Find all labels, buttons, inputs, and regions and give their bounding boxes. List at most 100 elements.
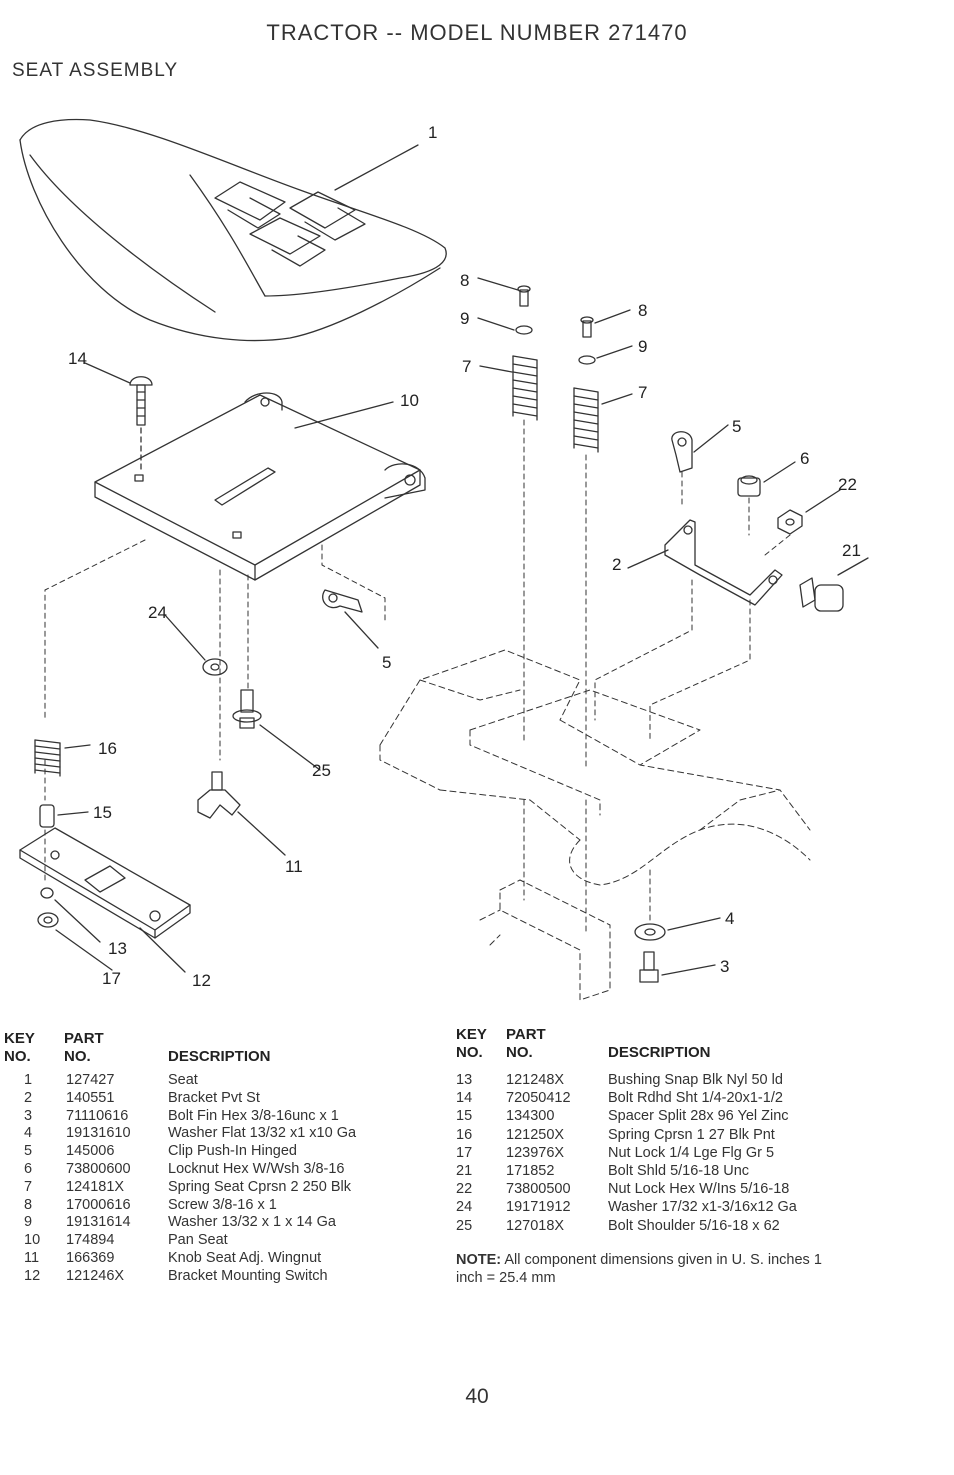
callout-3: 3 (720, 957, 729, 976)
callout-17: 17 (102, 969, 121, 988)
seat-assembly-diagram: 1 10 14 8 9 7 8 9 7 5 6 22 2 21 24 5 16 … (19, 118, 869, 1001)
switch-bracket-part (19, 827, 191, 973)
page-title: TRACTOR -- MODEL NUMBER 271470 (266, 20, 688, 45)
callout-12: 12 (192, 971, 211, 990)
hex-bolt-part (639, 951, 716, 983)
hinged-clip-right-part (671, 424, 729, 473)
callout-8b: 8 (638, 301, 647, 320)
part-cell: 72050412 (506, 1090, 571, 1107)
key-cell: 5 (24, 1143, 33, 1160)
key-cell: 12 (24, 1267, 41, 1284)
callout-9a: 9 (460, 309, 469, 328)
col-header-key-no: NO. (456, 1044, 483, 1061)
description-cell: Pan Seat (168, 1232, 228, 1249)
frame-outline (379, 649, 811, 1001)
carriage-bolt-part (84, 362, 153, 471)
part-cell: 174894 (66, 1232, 115, 1249)
description-cell: Locknut Hex W/Wsh 3/8-16 (168, 1161, 345, 1177)
locknut-part (37, 912, 113, 971)
locknut-6-part (737, 461, 796, 497)
shoulder-bolt-part (232, 689, 321, 771)
description-cell: Bolt Shld 5/16-18 Unc (608, 1163, 750, 1179)
key-cell: 8 (24, 1196, 33, 1213)
callout-15: 15 (93, 803, 112, 822)
part-cell: 71110616 (66, 1107, 129, 1124)
description-cell: Screw 3/8-16 x 1 (168, 1196, 277, 1213)
key-cell: 6 (24, 1161, 33, 1177)
description-cell: Clip Push-In Hinged (168, 1143, 297, 1160)
part-cell: 123976X (506, 1144, 565, 1161)
spacer-part (39, 804, 89, 828)
table-row: 6 73800600 Locknut Hex W/Wsh 3/8-16 (0, 1161, 440, 1179)
part-cell: 19131610 (66, 1125, 131, 1142)
callout-4: 4 (725, 909, 734, 928)
key-cell: 14 (456, 1090, 473, 1107)
description-cell: Washer 17/32 x1-3/16x12 Ga (608, 1199, 797, 1216)
description-cell: Bracket Pvt St (168, 1089, 260, 1106)
key-cell: 16 (456, 1126, 473, 1143)
part-cell: 171852 (506, 1163, 555, 1179)
flat-washer-part (634, 917, 721, 941)
nut-22-part (777, 489, 841, 535)
description-cell: Spacer Split 28x 96 Yel Zinc (608, 1108, 789, 1125)
callout-10: 10 (400, 391, 419, 410)
callout-21: 21 (842, 541, 861, 560)
description-cell: Bolt Shoulder 5/16-18 x 62 (608, 1217, 780, 1234)
description-cell: Bracket Mounting Switch (168, 1267, 328, 1284)
seat-pan-part (94, 392, 426, 581)
part-cell: 121248X (506, 1072, 565, 1088)
bushing-part (40, 887, 101, 943)
col-header-part: PART (506, 1026, 546, 1043)
description-cell: Spring Seat Cprsn 2 250 Blk (168, 1178, 351, 1195)
note: NOTE: All component dimensions given in … (456, 1251, 846, 1287)
pivot-bracket-part (627, 519, 783, 606)
part-cell: 166369 (66, 1250, 115, 1266)
hinged-clip-part (322, 589, 379, 649)
description-cell: Washer 13/32 x 1 x 14 Ga (168, 1214, 336, 1231)
washer-part (202, 658, 228, 676)
page-number: 40 (465, 1385, 489, 1408)
key-cell: 13 (456, 1072, 473, 1088)
callout-8a: 8 (460, 271, 469, 290)
callout-16: 16 (98, 739, 117, 758)
callout-5b: 5 (382, 653, 391, 672)
seat-part (19, 118, 447, 342)
part-cell: 73800500 (506, 1181, 571, 1198)
part-cell: 73800600 (66, 1161, 131, 1177)
table-row: 21 171852 Bolt Shld 5/16-18 Unc (452, 1163, 932, 1181)
key-cell: 4 (24, 1125, 33, 1142)
part-cell: 140551 (66, 1089, 115, 1106)
part-cell: 19171912 (506, 1199, 571, 1216)
key-cell: 17 (456, 1144, 473, 1161)
col-header-key-no: NO. (4, 1048, 31, 1065)
callout-22: 22 (838, 475, 857, 494)
key-cell: 1 (24, 1072, 33, 1088)
part-cell: 127427 (66, 1072, 115, 1088)
key-cell: 21 (456, 1163, 473, 1179)
key-cell: 3 (24, 1107, 33, 1124)
description-cell: Washer Flat 13/32 x1 x10 Ga (168, 1125, 357, 1142)
part-cell: 19131614 (66, 1214, 131, 1231)
col-header-description: DESCRIPTION (168, 1048, 271, 1065)
callout-14: 14 (68, 349, 87, 368)
col-header-description: DESCRIPTION (608, 1044, 711, 1061)
description-cell: Spring Cprsn 1 27 Blk Pnt (608, 1126, 775, 1143)
wingnut-knob-part (197, 771, 286, 856)
callout-13: 13 (108, 939, 127, 958)
